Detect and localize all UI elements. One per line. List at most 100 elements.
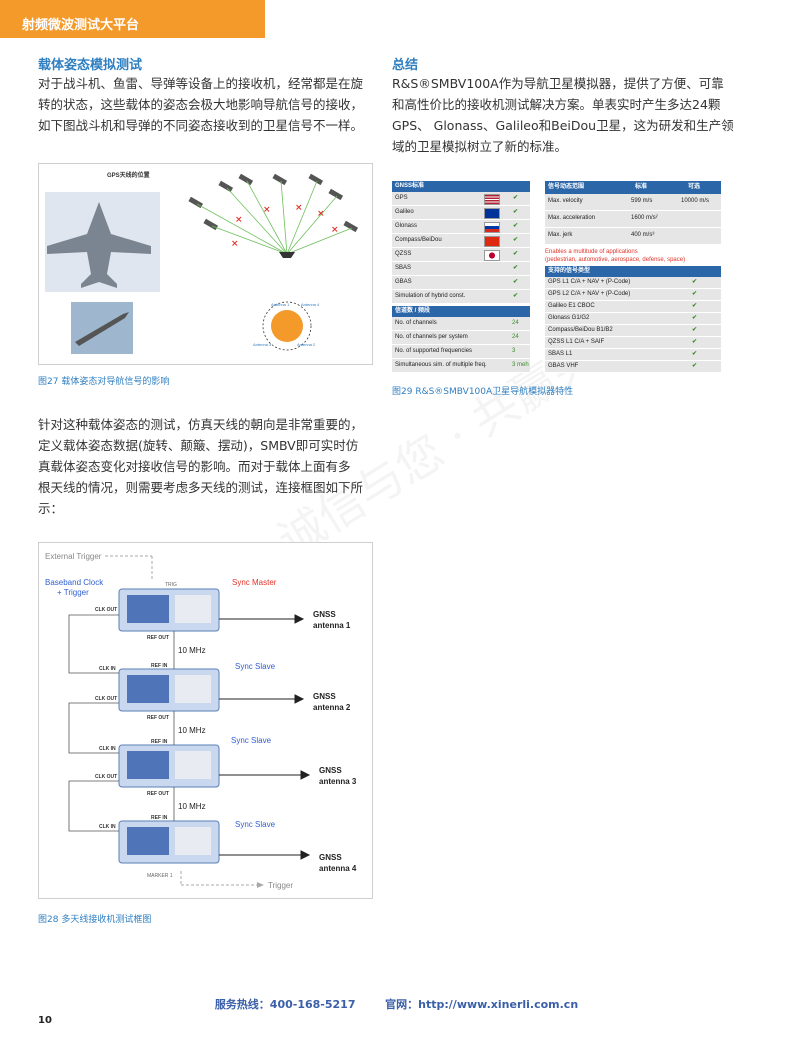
gnss-row-label: SBAS (395, 265, 412, 271)
svg-text:REF OUT: REF OUT (147, 791, 169, 797)
mhz-labels: 10 MHz 10 MHz 10 MHz (178, 646, 206, 811)
svg-text:antenna 4: antenna 4 (319, 864, 357, 873)
port-labels: CLK OUT CLK IN CLK OUT CLK IN CLK OUT CL… (95, 607, 169, 830)
antenna-body (271, 310, 303, 342)
dynamics-row-standard: 1600 m/s² (631, 215, 658, 221)
channels-row-label: No. of channels (395, 320, 437, 326)
applications-line: Enables a multitude of applications (545, 249, 638, 255)
us-flag-icon (484, 194, 500, 205)
gnss-table-row: GBAS✔ (392, 276, 530, 290)
check-icon: ✔ (513, 251, 519, 257)
svg-text:REF OUT: REF OUT (147, 635, 169, 641)
signals-table-row: Galileo E1 CBOC✔ (545, 301, 721, 313)
svg-text:10 MHz: 10 MHz (178, 802, 206, 811)
gnss-row-label: GPS (395, 195, 408, 201)
trigger-out-label: Trigger (268, 881, 293, 890)
channels-row-label: Simultaneous sim. of multiple freq. (395, 362, 487, 368)
svg-text:antenna 3: antenna 3 (319, 777, 357, 786)
svg-text:antenna 2: antenna 2 (313, 703, 351, 712)
gnss-table-row: Glonass✔ (392, 220, 530, 234)
gnss-table-row: QZSS✔ (392, 248, 530, 262)
figure-27-illustration: GPS天线的位置 ××× ××× (45, 171, 359, 354)
gnss-row-label: Galileo (395, 209, 414, 215)
dynamics-row-standard: 599 m/s (631, 198, 653, 204)
svg-text:×: × (235, 215, 243, 225)
svg-text:×: × (231, 239, 239, 249)
figure-27-caption: 图27 载体姿态对导航信号的影响 (38, 377, 170, 387)
applications-note: Enables a multitude of applications (ped… (545, 248, 721, 264)
gnss-standards-table: GNSS标准 GPS✔Galileo✔Glonass✔Compass/BeiDo… (392, 181, 530, 304)
svg-text:GNSS: GNSS (319, 766, 342, 775)
check-icon: ✔ (692, 351, 698, 357)
svg-text:Antenna 2: Antenna 2 (297, 342, 316, 347)
svg-text:REF IN: REF IN (151, 815, 168, 821)
japan-flag-icon (484, 250, 500, 261)
channels-row-label: No. of supported frequencies (395, 348, 473, 354)
footer-hotline: 服务热线：400-168-5217 (214, 998, 356, 1011)
footer-website[interactable]: 官网：http://www.xinerli.com.cn (385, 998, 579, 1011)
external-trigger-label: External Trigger (45, 552, 102, 561)
text-line: 如下图战斗机和导弹的不同姿态接收到的卫星信号不一样。 (38, 118, 364, 133)
gnss-table-row: Compass/BeiDou✔ (392, 234, 530, 248)
signals-row-label: QZSS L1 C/A + SAIF (548, 339, 605, 345)
text-line: 针对这种载体姿态的测试，仿真天线的朝向是非常重要的， (38, 417, 364, 432)
eu-flag-icon (484, 208, 500, 219)
svg-text:CLK OUT: CLK OUT (95, 607, 117, 613)
baseband-clock-label: Baseband Clock (45, 578, 104, 587)
signals-table-row: GPS L1 C/A + NAV + (P-Code)✔ (545, 277, 721, 289)
signals-row-label: GPS L1 C/A + NAV + (P-Code) (548, 279, 631, 285)
svg-text:Sync Slave: Sync Slave (235, 820, 276, 829)
svg-text:×: × (331, 225, 339, 235)
svg-text:Antenna 1: Antenna 1 (271, 302, 290, 307)
gnss-row-label: GBAS (395, 279, 412, 285)
text-line: 域的卫星模拟树立了新的标准。 (392, 139, 568, 154)
svg-text:10 MHz: 10 MHz (178, 726, 206, 735)
check-icon: ✔ (692, 315, 698, 321)
signals-table-row: Compass/BeiDou B1/B2✔ (545, 325, 721, 337)
gnss-table-row: Galileo✔ (392, 206, 530, 220)
check-icon: ✔ (513, 237, 519, 243)
gnss-table-header: GNSS标准 (392, 181, 530, 192)
trigger-plus-label: + Trigger (57, 588, 89, 597)
svg-text:×: × (263, 205, 271, 215)
instrument-2 (118, 668, 220, 712)
figure-28: External Trigger Baseband Clock + Trigge… (38, 542, 373, 899)
signals-row-label: Glonass G1/G2 (548, 315, 590, 321)
svg-text:Antenna 3: Antenna 3 (253, 342, 272, 347)
footer: 服务热线：400-168-5217 官网：http://www.xinerli.… (0, 996, 793, 1012)
instrument-1 (118, 588, 220, 632)
svg-text:REF IN: REF IN (151, 739, 168, 745)
gnss-table-row: SBAS✔ (392, 262, 530, 276)
blocked-signal-marks: ××× ××× (231, 203, 339, 249)
rotation-ring (262, 301, 312, 351)
svg-text:GNSS: GNSS (319, 853, 342, 862)
check-icon: ✔ (692, 339, 698, 345)
missile-icon (75, 312, 129, 346)
section-title-attitude: 载体姿态模拟测试 (38, 58, 143, 73)
dynamics-header-standard: 标准 (635, 184, 648, 190)
channels-row-value: 3 (512, 348, 516, 354)
svg-text:10 MHz: 10 MHz (178, 646, 206, 655)
svg-text:REF IN: REF IN (151, 663, 168, 669)
marker-label: MARKER 1 (147, 873, 173, 879)
figure-27: GPS天线的位置 ××× ××× (38, 163, 373, 365)
clock-chain-lines (68, 614, 175, 832)
channels-table-header: 信道数 / 频段 (392, 306, 530, 317)
paragraph-multi-antenna: 针对这种载体姿态的测试，仿真天线的朝向是非常重要的， 定义载体姿态数据(旋转、颠… (38, 414, 378, 519)
page-number: 10 (38, 1015, 52, 1026)
text-line: 对于战斗机、鱼雷、导弹等设备上的接收机，经常都是在旋 (38, 76, 364, 91)
check-icon: ✔ (692, 291, 698, 297)
check-icon: ✔ (692, 363, 698, 369)
dynamics-row-label: Max. jerk (548, 232, 573, 238)
svg-text:CLK IN: CLK IN (99, 666, 116, 672)
dynamics-header-optional: 可选 (688, 184, 701, 190)
svg-text:Sync Slave: Sync Slave (235, 662, 276, 671)
paragraph-attitude: 对于战斗机、鱼雷、导弹等设备上的接收机，经常都是在旋 转的状态，这些载体的姿态会… (38, 73, 378, 136)
text-line: GPS、 Glonass、Galileo和BeiDou卫星，这为研发和生产领 (392, 118, 734, 133)
trig-port-label: TRIG (165, 582, 177, 588)
signals-table-row: SBAS L1✔ (545, 349, 721, 361)
svg-text:GNSS: GNSS (313, 692, 336, 701)
